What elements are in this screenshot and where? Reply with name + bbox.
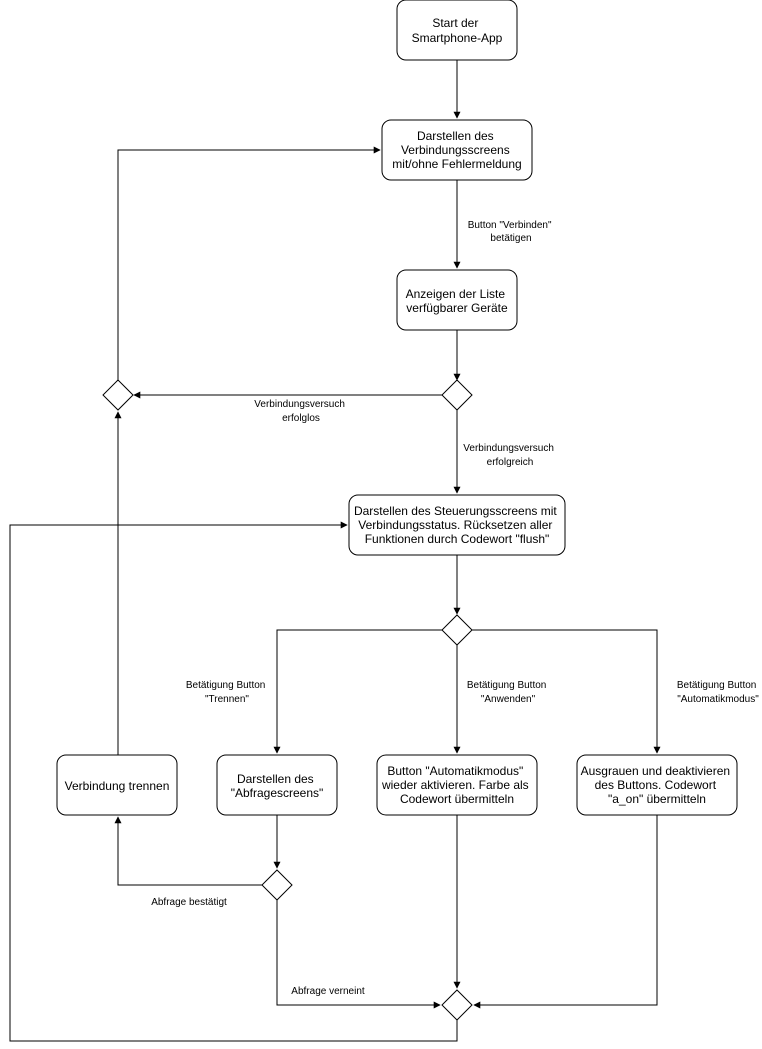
- edge-labels: Button "Verbinden" betätigen Verbindungs…: [151, 220, 759, 997]
- disconnect-text: Verbindung trennen: [65, 779, 170, 793]
- decision-button-press: [441, 614, 473, 646]
- label-press-disconnect: Betätigung Button "Trennen": [186, 680, 268, 705]
- connection-screen-text: Darstellen des Verbindungsscreens mit/oh…: [392, 129, 521, 171]
- query-screen-text: Darstellen des "Abfragescreens": [231, 772, 324, 800]
- edge-gray-out-to-merge: [473, 815, 658, 1009]
- decision-connect-attempt: [441, 379, 473, 411]
- label-connect-success: Verbindungsversuch erfolgreich: [463, 443, 556, 468]
- decision-query: [261, 869, 293, 901]
- label-press-apply: Betätigung Button "Anwenden": [467, 680, 549, 705]
- edge-merge-to-control-screen: [9, 521, 458, 1042]
- label-query-denied: Abfrage verneint: [291, 986, 365, 997]
- label-connect-failed: Verbindungsversuch erfolglos: [254, 399, 347, 424]
- label-press-auto: Betätigung Button "Automatikmodus": [677, 680, 759, 705]
- edge-query-denied: [276, 900, 441, 1009]
- edge-retry-to-connection-screen: [117, 146, 381, 380]
- edge-to-gray-out: [472, 629, 661, 754]
- start-text: Start der Smartphone-App: [412, 16, 503, 45]
- gray-out-text: Ausgrauen und deaktivieren des Buttons. …: [581, 764, 734, 806]
- decision-retry: [102, 379, 134, 411]
- reactivate-auto-box: [376, 754, 538, 816]
- label-query-confirmed: Abfrage bestätigt: [151, 897, 227, 908]
- gray-out-box: [576, 754, 738, 816]
- query-screen-box: [216, 754, 338, 816]
- decisions: [102, 379, 473, 1021]
- nodes: Start der Smartphone-App Darstellen des …: [56, 0, 738, 816]
- edge-query-confirmed: [114, 816, 262, 886]
- device-list-text: Anzeigen der Liste verfügbarer Geräte: [406, 287, 509, 315]
- connection-screen-box: [381, 119, 533, 181]
- reactivate-auto-text: Button "Automatikmodus" wieder aktiviere…: [381, 764, 532, 806]
- control-screen-box: [348, 494, 566, 556]
- disconnect-box: [56, 754, 178, 816]
- edge-to-query-screen: [273, 629, 442, 754]
- label-press-connect: Button "Verbinden" betätigen: [468, 220, 555, 244]
- start-box: [396, 0, 518, 61]
- decision-merge: [441, 989, 473, 1021]
- control-screen-text: Darstellen des Steuerungsscreens mit Ver…: [354, 504, 560, 546]
- edges: [9, 60, 661, 1042]
- device-list-box: [396, 269, 518, 331]
